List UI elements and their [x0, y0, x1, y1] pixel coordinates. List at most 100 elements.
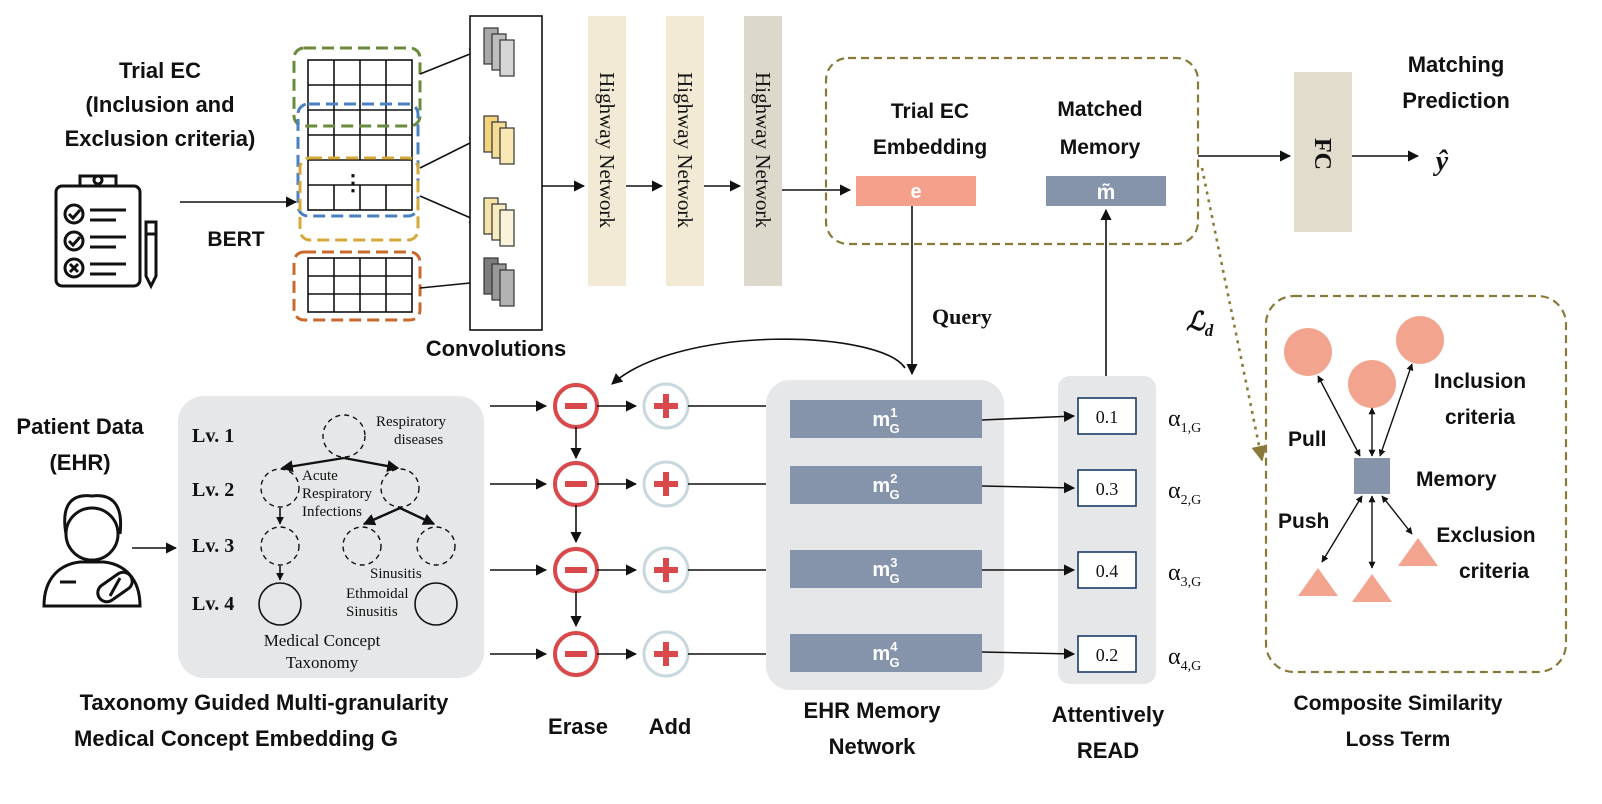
attention-weight-3: 0.4 [1077, 551, 1137, 589]
grid-ellipsis: ⋮ [342, 170, 364, 195]
taxonomy-caption-1: Medical Concept [264, 631, 381, 650]
resp-diseases-label-2: diseases [394, 432, 443, 448]
taxonomy-tree [258, 414, 458, 626]
svg-text:0.1: 0.1 [1096, 407, 1119, 427]
matched-memory-label-1: Matched [1057, 98, 1142, 121]
alpha-3: α3,G [1168, 560, 1201, 590]
attention-weight-1: 0.1 [1077, 397, 1137, 435]
acute-label-1: Acute [302, 468, 338, 484]
svg-text:m4G: m4G [872, 639, 899, 670]
add-label: Add [649, 714, 692, 739]
token-grid-top [307, 59, 413, 211]
similarity-caption-2: Loss Term [1346, 728, 1451, 751]
exclusion-label-1: Exclusion [1436, 524, 1535, 547]
matched-memory-bar [1046, 176, 1166, 206]
prediction-yhat: ŷ [1433, 146, 1449, 177]
svg-text:m2G: m2G [872, 471, 899, 502]
loss-dotted-arrow [1200, 167, 1267, 462]
ethmoidal-label-1: Ethmoidal [346, 586, 409, 602]
window-green [292, 46, 422, 128]
erase-feedback-arrow [611, 338, 906, 385]
inclusion-label-1: Inclusion [1434, 370, 1526, 393]
acute-label-3: Infections [302, 504, 362, 520]
taxonomy-panel [178, 396, 484, 678]
embedding-panel [824, 56, 1200, 246]
highway-network-2 [666, 16, 704, 286]
patient-icon [42, 494, 142, 608]
alpha-1: α1,G [1168, 406, 1201, 436]
token-grid-bottom [307, 257, 413, 313]
svg-text:0.2: 0.2 [1096, 645, 1119, 665]
window-gold [298, 156, 420, 242]
memory-caption-1: EHR Memory [804, 698, 942, 723]
matched-memory-m-label: m̃ [1097, 181, 1116, 204]
matched-memory-label-2: Memory [1060, 136, 1141, 159]
highway-network-1 [588, 16, 626, 286]
fc-label: FC [1309, 138, 1335, 170]
similarity-graph [1284, 316, 1444, 602]
attention-weight-2: 0.3 [1077, 469, 1137, 507]
similarity-caption-1: Composite Similarity [1294, 692, 1503, 715]
trial-ec-title-line-1: Trial EC [119, 58, 201, 83]
exclusion-label-2: criteria [1459, 560, 1529, 583]
resp-diseases-label-1: Respiratory [376, 414, 446, 430]
trial-ec-title: Trial EC (Inclusion and Exclusion criter… [65, 58, 256, 151]
attention-panel [1058, 376, 1156, 684]
alpha-4: α4,G [1168, 644, 1201, 674]
query-label: Query [932, 304, 992, 329]
taxonomy-caption-2: Taxonomy [286, 653, 359, 672]
convolutions-label: Convolutions [426, 336, 567, 361]
window-orange [292, 250, 422, 322]
level-2-label: Lv. 2 [192, 479, 234, 501]
level-3-label: Lv. 3 [192, 535, 234, 557]
similarity-panel [1264, 294, 1568, 674]
erase-add-rows [490, 382, 786, 678]
svg-text:m3G: m3G [872, 555, 899, 586]
svg-text:m1G: m1G [872, 405, 899, 436]
attention-weight-4: 0.2 [1077, 635, 1137, 673]
push-label: Push [1278, 510, 1329, 533]
ethmoidal-label-2: Sinusitis [346, 604, 398, 620]
prediction-label-2: Prediction [1402, 88, 1510, 113]
read-caption-1: Attentively [1052, 702, 1165, 727]
clipboard-icon [54, 174, 158, 290]
patient-label-1: Patient Data [16, 414, 144, 439]
loss-label: ℒd [1186, 307, 1214, 340]
read-caption-2: READ [1077, 738, 1139, 763]
bert-label: BERT [207, 228, 264, 251]
similarity-memory-label: Memory [1416, 468, 1497, 491]
svg-text:0.3: 0.3 [1096, 479, 1119, 499]
taxonomy-caption-line-2: Medical Concept Embedding G [74, 726, 398, 751]
trial-ec-embedding-label-2: Embedding [873, 136, 987, 159]
prediction-label-1: Matching [1408, 52, 1505, 77]
svg-text:0.4: 0.4 [1096, 561, 1119, 581]
alpha-2: α2,G [1168, 478, 1201, 508]
patient-label-2: (EHR) [49, 450, 110, 475]
taxonomy-caption-line-1: Taxonomy Guided Multi-granularity [80, 690, 449, 715]
level-4-label: Lv. 4 [192, 593, 234, 615]
level-1-label: Lv. 1 [192, 425, 234, 447]
conv-filters-yellow [483, 115, 515, 165]
conv-filters-gray [483, 27, 515, 77]
highway-network-3 [744, 16, 782, 286]
trial-ec-embedding-label-1: Trial EC [891, 100, 969, 123]
memory-network-panel [766, 380, 1004, 690]
memory-caption-2: Network [829, 734, 917, 759]
trial-ec-title-line-3: Exclusion criteria) [65, 126, 256, 151]
sinusitis-label: Sinusitis [370, 566, 422, 582]
highway-network-2-label: Highway Network [673, 72, 697, 228]
inclusion-label-2: criteria [1445, 406, 1515, 429]
highway-network-1-label: Highway Network [595, 72, 619, 228]
pull-label: Pull [1288, 428, 1327, 451]
erase-label: Erase [548, 714, 608, 739]
window-blue [296, 102, 420, 218]
conv-filters-lightyellow [483, 197, 515, 247]
trial-ec-title-line-2: (Inclusion and [85, 92, 234, 117]
acute-label-2: Respiratory [302, 486, 372, 502]
embedding-e-bar [856, 176, 976, 206]
